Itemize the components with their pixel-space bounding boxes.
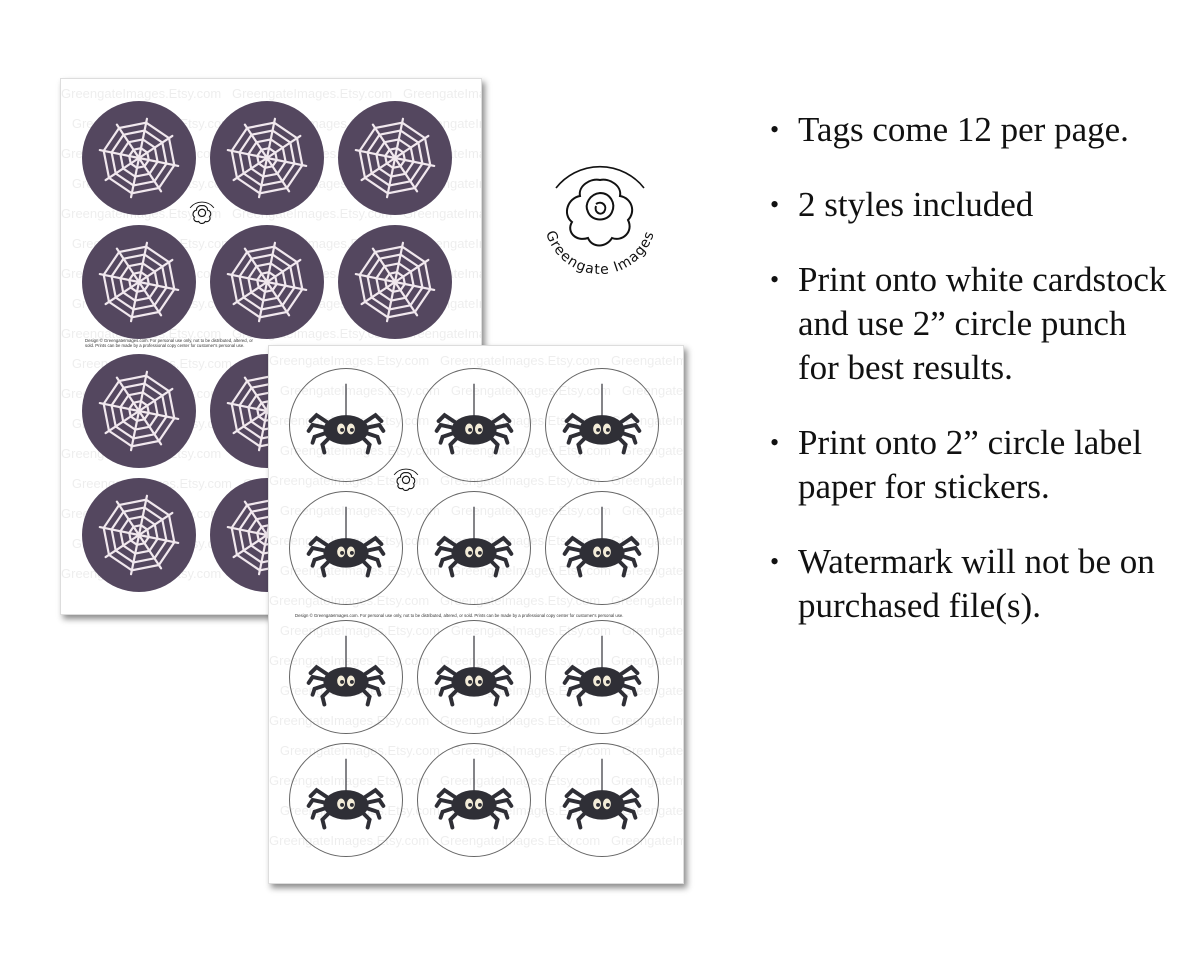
spider-web-icon xyxy=(98,241,180,323)
spider-tag xyxy=(545,743,659,857)
spider-web-tag xyxy=(210,101,324,215)
sheet-footer: Design © GreengateImages.com. For person… xyxy=(295,613,624,618)
spider-icon xyxy=(434,758,514,830)
feature-item: Watermark will not be on purchased file(… xyxy=(770,540,1170,628)
svg-text:Greengate Images: Greengate Images xyxy=(542,229,658,279)
spider-icon xyxy=(562,383,642,455)
spider-icon xyxy=(306,635,386,707)
spider-web-icon xyxy=(98,117,180,199)
spider-tag xyxy=(289,743,403,857)
spider-web-tag xyxy=(82,478,196,592)
spider-web-tag xyxy=(82,101,196,215)
spider-tag xyxy=(545,620,659,734)
spider-tag xyxy=(417,368,531,482)
spider-tag xyxy=(289,620,403,734)
sheet-footer: Design © GreengateImages.com. For person… xyxy=(85,338,253,348)
feature-item: Tags come 12 per page. xyxy=(770,108,1170,152)
spider-web-icon xyxy=(226,241,308,323)
spider-icon xyxy=(562,758,642,830)
spider-web-icon xyxy=(226,117,308,199)
spider-icon xyxy=(434,383,514,455)
spider-icon xyxy=(306,758,386,830)
feature-item: Print onto white cardstock and use 2” ci… xyxy=(770,258,1170,390)
greengate-logo: Greengate Images xyxy=(542,165,658,279)
spider-icon xyxy=(434,635,514,707)
spider-web-tag xyxy=(210,225,324,339)
spider-web-tag xyxy=(338,101,452,215)
spider-tag xyxy=(417,743,531,857)
greengate-logo-small xyxy=(387,464,425,502)
spider-tag xyxy=(289,491,403,605)
spider-icon xyxy=(306,383,386,455)
spider-web-tag xyxy=(338,225,452,339)
greengate-logo-small xyxy=(183,197,221,235)
spider-icon xyxy=(562,635,642,707)
spider-tag xyxy=(545,491,659,605)
spider-tag-sheet: GreengateImages.Etsy.com GreengateImages… xyxy=(268,345,684,884)
spider-web-tag xyxy=(82,225,196,339)
spider-icon xyxy=(434,506,514,578)
spider-tag xyxy=(289,368,403,482)
spider-icon xyxy=(562,506,642,578)
spider-tag xyxy=(417,491,531,605)
spider-icon xyxy=(306,506,386,578)
spider-web-icon xyxy=(354,117,436,199)
feature-item: 2 styles included xyxy=(770,183,1170,227)
feature-item: Print onto 2” circle label paper for sti… xyxy=(770,421,1170,509)
spider-web-icon xyxy=(354,241,436,323)
spider-tag xyxy=(545,368,659,482)
spider-web-tag xyxy=(82,354,196,468)
spider-tag xyxy=(417,620,531,734)
feature-list: Tags come 12 per page. 2 styles included… xyxy=(770,108,1170,659)
spider-web-icon xyxy=(98,370,180,452)
spider-web-icon xyxy=(98,494,180,576)
